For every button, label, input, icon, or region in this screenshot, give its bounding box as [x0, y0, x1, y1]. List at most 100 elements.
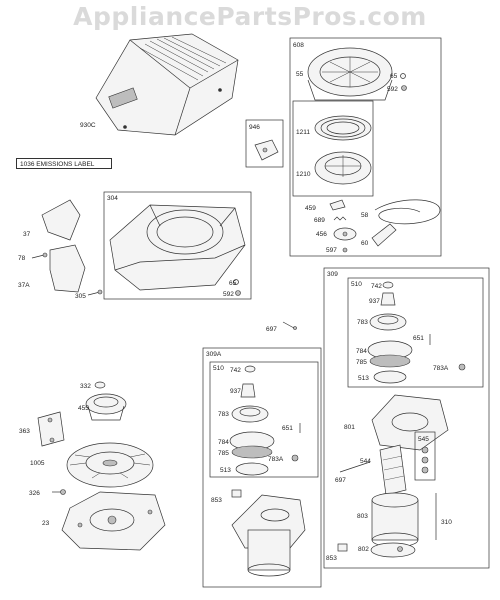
- deflector-37-part[interactable]: [41, 199, 81, 241]
- group-box-946: [245, 119, 284, 168]
- pulley-1210-part[interactable]: [314, 151, 372, 185]
- label-742-a: 742: [371, 283, 382, 290]
- retainer-785-a[interactable]: [369, 354, 411, 368]
- motor-309A-part[interactable]: [231, 494, 306, 577]
- label-310: 310: [441, 519, 452, 526]
- label-304: 304: [107, 195, 118, 202]
- label-309A: 309A: [206, 351, 222, 358]
- label-946: 946: [249, 124, 260, 131]
- retainer-456-part[interactable]: [333, 227, 357, 241]
- label-783A-a: 783A: [433, 365, 449, 372]
- group-box-spring: [292, 100, 374, 197]
- label-55: 55: [296, 71, 304, 78]
- bracket-946-part[interactable]: [254, 139, 279, 161]
- gear-783-a[interactable]: [369, 313, 407, 331]
- label-592-b: 592: [387, 86, 398, 93]
- bolt-326[interactable]: [52, 489, 66, 495]
- label-455: 455: [78, 405, 89, 412]
- label-853-a: 853: [211, 497, 222, 504]
- blower-cover-part[interactable]: [95, 33, 239, 136]
- cap-513-a[interactable]: [373, 370, 407, 384]
- rewind-spring-1211-part[interactable]: [314, 115, 372, 141]
- label-513-b: 513: [220, 467, 231, 474]
- label-1210: 1210: [296, 171, 311, 178]
- screw-597-a[interactable]: [342, 247, 348, 253]
- cap-513-b[interactable]: [235, 462, 269, 476]
- label-930C: 930C: [80, 122, 96, 129]
- cap-937-b[interactable]: [240, 383, 256, 398]
- label-1211: 1211: [296, 129, 310, 136]
- starter-housing-part[interactable]: [307, 47, 393, 101]
- label-510-b: 510: [213, 365, 224, 372]
- label-65-a: 65: [229, 280, 237, 287]
- label-60: 60: [361, 240, 369, 247]
- bracket-801-part[interactable]: [371, 394, 449, 451]
- retainer-785-b[interactable]: [231, 445, 273, 459]
- screw-78[interactable]: [31, 252, 48, 259]
- armature-544-part[interactable]: [379, 444, 407, 496]
- bolt-65-b[interactable]: [400, 73, 406, 79]
- label-597: 597: [326, 247, 337, 254]
- label-459: 459: [305, 205, 316, 212]
- pawl-459-part[interactable]: [329, 199, 346, 211]
- label-37: 37: [23, 231, 31, 238]
- bolt-65-a[interactable]: [233, 279, 239, 285]
- label-697-a: 697: [266, 326, 277, 333]
- label-608: 608: [293, 42, 304, 49]
- clip-742-a[interactable]: [382, 281, 394, 289]
- label-1005: 1005: [30, 460, 45, 467]
- label-803: 803: [357, 513, 368, 520]
- label-651-b: 651: [282, 425, 293, 432]
- group-box-608: [289, 37, 442, 257]
- watermark: AppliancePartsPros.com: [73, 2, 427, 31]
- base-23-part[interactable]: [61, 491, 166, 551]
- rope-58-part[interactable]: [374, 199, 441, 225]
- spring-689[interactable]: [333, 216, 347, 221]
- wire-697-b[interactable]: [339, 461, 371, 473]
- cup-332[interactable]: [94, 381, 106, 389]
- label-785-b: 785: [218, 450, 229, 457]
- armature-363-part[interactable]: [37, 411, 65, 447]
- group-box-309: [323, 267, 490, 569]
- label-784-a: 784: [356, 348, 367, 355]
- label-651-a: 651: [413, 335, 424, 342]
- flywheel-1005-part[interactable]: [66, 442, 154, 488]
- label-332: 332: [80, 383, 91, 390]
- label-783-b: 783: [218, 411, 229, 418]
- screen-455-part[interactable]: [85, 393, 127, 421]
- cover-783A-a[interactable]: [458, 363, 466, 371]
- label-544: 544: [360, 458, 371, 465]
- connector-853-a[interactable]: [231, 489, 242, 498]
- label-689: 689: [314, 217, 325, 224]
- group-box-304: [103, 191, 252, 300]
- label-783-a: 783: [357, 319, 368, 326]
- label-305: 305: [75, 293, 86, 300]
- screw-305[interactable]: [87, 289, 103, 296]
- cap-937-a[interactable]: [380, 292, 396, 306]
- wire-697-a[interactable]: [282, 321, 297, 330]
- label-592-a: 592: [223, 291, 234, 298]
- label-58: 58: [361, 212, 369, 219]
- label-784-b: 784: [218, 439, 229, 446]
- gear-783-b[interactable]: [231, 405, 269, 423]
- blower-housing-part[interactable]: [109, 204, 246, 291]
- clip-742-b[interactable]: [244, 365, 256, 373]
- group-box-510-b: [209, 361, 319, 478]
- handle-60-part[interactable]: [371, 223, 397, 247]
- cover-783A-b[interactable]: [291, 454, 299, 462]
- label-65-b: 65: [390, 73, 398, 80]
- label-510-a: 510: [351, 281, 362, 288]
- screw-592-a[interactable]: [235, 290, 241, 296]
- screw-592-b[interactable]: [401, 85, 407, 91]
- label-309: 309: [327, 271, 338, 278]
- motor-housing-803-part[interactable]: [371, 492, 419, 548]
- connector-853-b[interactable]: [337, 543, 348, 552]
- group-box-309A: [202, 347, 322, 588]
- brush-545-part[interactable]: [421, 446, 429, 474]
- label-801: 801: [344, 424, 355, 431]
- deflector-37A-part[interactable]: [49, 244, 86, 293]
- endcap-802-part[interactable]: [370, 542, 416, 558]
- label-937-b: 937: [230, 388, 241, 395]
- label-363: 363: [19, 428, 30, 435]
- label-785-a: 785: [356, 359, 367, 366]
